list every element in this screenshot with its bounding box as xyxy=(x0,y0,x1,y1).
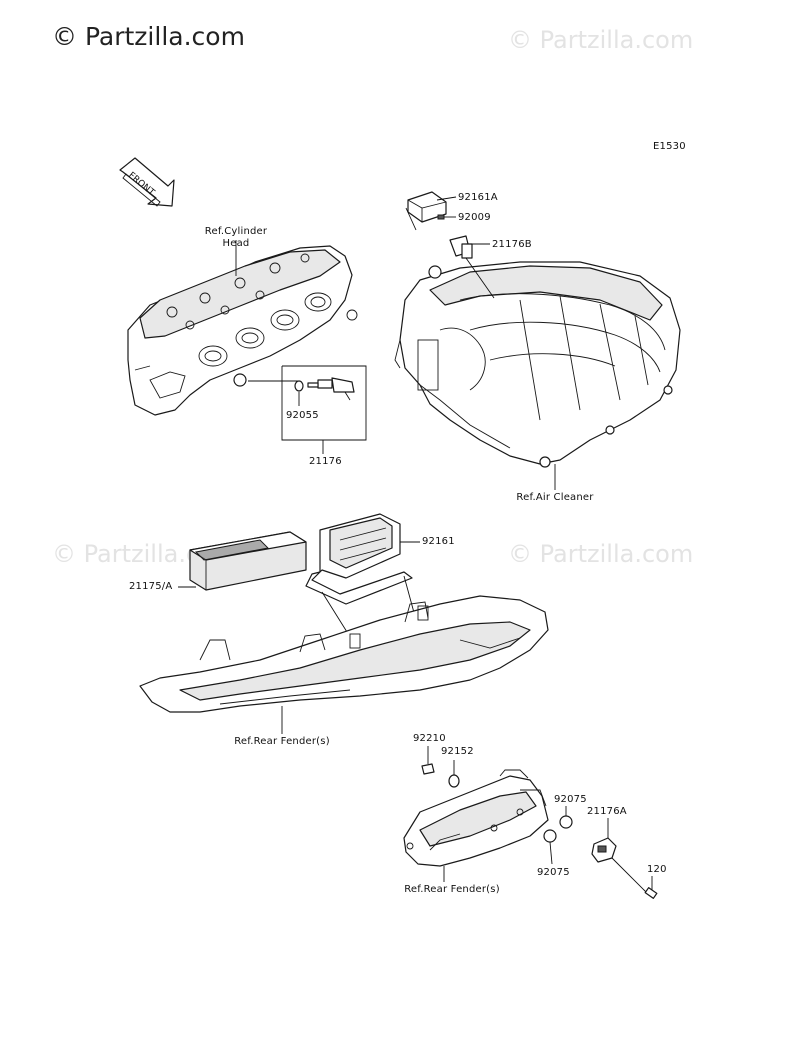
label-ref-cylinder-head-line2: Head xyxy=(222,238,250,249)
watermark: © Partzilla.com xyxy=(508,540,694,568)
label-part-120: 120 xyxy=(647,864,667,875)
sensor-21176B-assembly xyxy=(405,191,495,299)
label-ref-cylinder-head: Ref.Cylinder xyxy=(204,226,268,237)
rear-fender-lower-drawing xyxy=(403,769,549,882)
label-part-92210: 92210 xyxy=(413,733,446,744)
label-part-92075-bottom: 92075 xyxy=(537,867,570,878)
ecu-21175A-drawing xyxy=(178,531,307,591)
ecu-bracket-92161-drawing xyxy=(305,513,420,641)
watermark: © Partzilla.com xyxy=(508,26,694,54)
label-ref-rear-fender-lower: Ref.Rear Fender(s) xyxy=(404,884,500,895)
label-part-21176A: 21176A xyxy=(587,806,627,817)
diagram-code: E1530 xyxy=(653,141,686,152)
sensor-21176A-assembly xyxy=(421,746,658,899)
label-part-92161: 92161 xyxy=(422,536,455,547)
label-part-92161A: 92161A xyxy=(458,192,498,203)
front-arrow-icon: FRONT xyxy=(119,157,175,207)
label-part-21176B: 21176B xyxy=(492,239,532,250)
label-part-92009: 92009 xyxy=(458,212,491,223)
label-ref-air-cleaner: Ref.Air Cleaner xyxy=(516,492,594,503)
rear-fender-drawing xyxy=(139,595,549,734)
label-part-21176: 21176 xyxy=(309,456,342,467)
label-part-92152: 92152 xyxy=(441,746,474,757)
sensor-21176-assembly xyxy=(248,365,367,454)
cylinder-head-drawing xyxy=(127,245,358,416)
label-part-92055: 92055 xyxy=(286,410,319,421)
watermark-main: © Partzilla.com xyxy=(52,22,245,51)
label-part-21175A: 21175/A xyxy=(129,581,173,592)
air-cleaner-drawing xyxy=(394,261,681,490)
label-ref-rear-fender: Ref.Rear Fender(s) xyxy=(234,736,330,747)
label-part-92075-top: 92075 xyxy=(554,794,587,805)
